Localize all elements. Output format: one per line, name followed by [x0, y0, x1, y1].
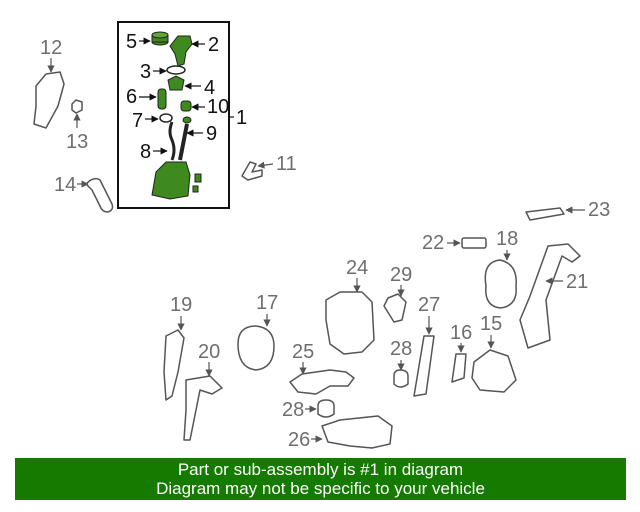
part-17[interactable] [237, 325, 275, 371]
svg-text:16: 16 [450, 322, 472, 344]
part-26[interactable] [321, 415, 393, 449]
callout-16: 16 [450, 322, 472, 353]
svg-text:4: 4 [204, 77, 215, 99]
callout-22: 22 [422, 232, 461, 254]
svg-text:5: 5 [126, 31, 137, 53]
part-3-ring[interactable] [166, 65, 186, 75]
callout-19: 19 [170, 294, 192, 331]
svg-text:14: 14 [54, 174, 76, 196]
callout-4: 4 [184, 77, 215, 99]
callout-18: 18 [496, 228, 518, 261]
svg-text:22: 22 [422, 232, 444, 254]
part-15[interactable] [471, 349, 517, 393]
part-24[interactable] [325, 291, 375, 355]
part-16[interactable] [451, 353, 467, 383]
callout-5: 5 [126, 31, 151, 53]
svg-text:25: 25 [292, 341, 314, 363]
parts-diagram: 5 2 3 4 6 10 1 7 9 8 [33, 21, 610, 451]
part-27[interactable] [413, 335, 435, 397]
svg-text:19: 19 [170, 294, 192, 316]
svg-text:10: 10 [207, 96, 229, 118]
callout-3: 3 [140, 61, 167, 83]
callout-12: 12 [40, 37, 62, 73]
callout-28-lower: 28 [282, 399, 317, 421]
svg-text:17: 17 [256, 292, 278, 314]
part-25[interactable] [289, 369, 355, 395]
svg-text:20: 20 [198, 341, 220, 363]
svg-text:28: 28 [282, 399, 304, 421]
part-21[interactable] [519, 243, 581, 349]
part-22[interactable] [461, 237, 487, 249]
callout-1: 1 [229, 107, 247, 129]
part-2-housing[interactable] [169, 35, 193, 67]
svg-text:8: 8 [140, 141, 151, 163]
part-10-fitting[interactable] [180, 100, 192, 112]
part-23[interactable] [525, 207, 565, 221]
svg-text:27: 27 [418, 294, 440, 316]
callout-14: 14 [54, 174, 89, 196]
svg-text:13: 13 [66, 131, 88, 153]
callout-8: 8 [140, 141, 168, 163]
callout-13: 13 [66, 113, 88, 153]
svg-text:2: 2 [208, 34, 219, 56]
svg-text:23: 23 [588, 199, 610, 221]
callout-6: 6 [126, 86, 157, 108]
part-19[interactable] [163, 329, 185, 401]
svg-text:7: 7 [132, 110, 143, 132]
part-4-filter[interactable] [167, 75, 185, 91]
subassembly-box [117, 21, 230, 209]
callout-21: 21 [545, 271, 588, 293]
callout-20: 20 [198, 341, 220, 377]
part-13[interactable] [71, 99, 83, 114]
disclaimer-banner: Part or sub-assembly is #1 in diagram Di… [15, 458, 626, 500]
callout-7: 7 [132, 110, 159, 132]
callout-26: 26 [288, 429, 323, 451]
callout-23: 23 [565, 199, 610, 221]
callout-2: 2 [191, 34, 219, 56]
svg-text:15: 15 [480, 313, 502, 335]
part-18[interactable] [484, 259, 517, 309]
callout-9: 9 [186, 123, 217, 145]
part-12[interactable] [33, 71, 65, 129]
callout-29: 29 [390, 264, 412, 297]
callout-24: 24 [346, 257, 368, 293]
callout-28-upper: 28 [390, 338, 412, 371]
svg-text:26: 26 [288, 429, 310, 451]
svg-text:6: 6 [126, 86, 137, 108]
svg-text:18: 18 [496, 228, 518, 250]
part-28b[interactable] [317, 399, 335, 418]
disclaimer-line-2: Diagram may not be specific to your vehi… [156, 479, 485, 498]
part-14[interactable] [85, 177, 114, 213]
part-reservoir[interactable] [151, 161, 202, 200]
callout-27: 27 [418, 294, 440, 335]
svg-text:1: 1 [236, 107, 247, 129]
disclaimer-line-1: Part or sub-assembly is #1 in diagram [177, 460, 464, 479]
callout-15: 15 [480, 313, 502, 349]
svg-text:28: 28 [390, 338, 412, 360]
part-5-cap[interactable] [151, 31, 169, 46]
svg-text:9: 9 [206, 123, 217, 145]
part-6-pipe[interactable] [157, 88, 167, 110]
part-8-hose[interactable] [168, 121, 176, 161]
part-9-tube[interactable] [178, 116, 192, 161]
callout-17: 17 [256, 292, 278, 327]
svg-text:3: 3 [140, 61, 151, 83]
part-29[interactable] [383, 293, 407, 323]
part-28a[interactable] [393, 369, 409, 388]
callout-11: 11 [257, 153, 297, 175]
part-11[interactable] [241, 161, 263, 181]
callout-25: 25 [292, 341, 314, 375]
svg-text:29: 29 [390, 264, 412, 286]
svg-text:11: 11 [276, 153, 297, 175]
svg-text:21: 21 [566, 271, 588, 293]
callout-10: 10 [191, 96, 229, 118]
svg-text:24: 24 [346, 257, 368, 279]
part-7-clip[interactable] [159, 113, 173, 123]
svg-text:12: 12 [40, 37, 62, 59]
part-20[interactable] [183, 375, 223, 441]
